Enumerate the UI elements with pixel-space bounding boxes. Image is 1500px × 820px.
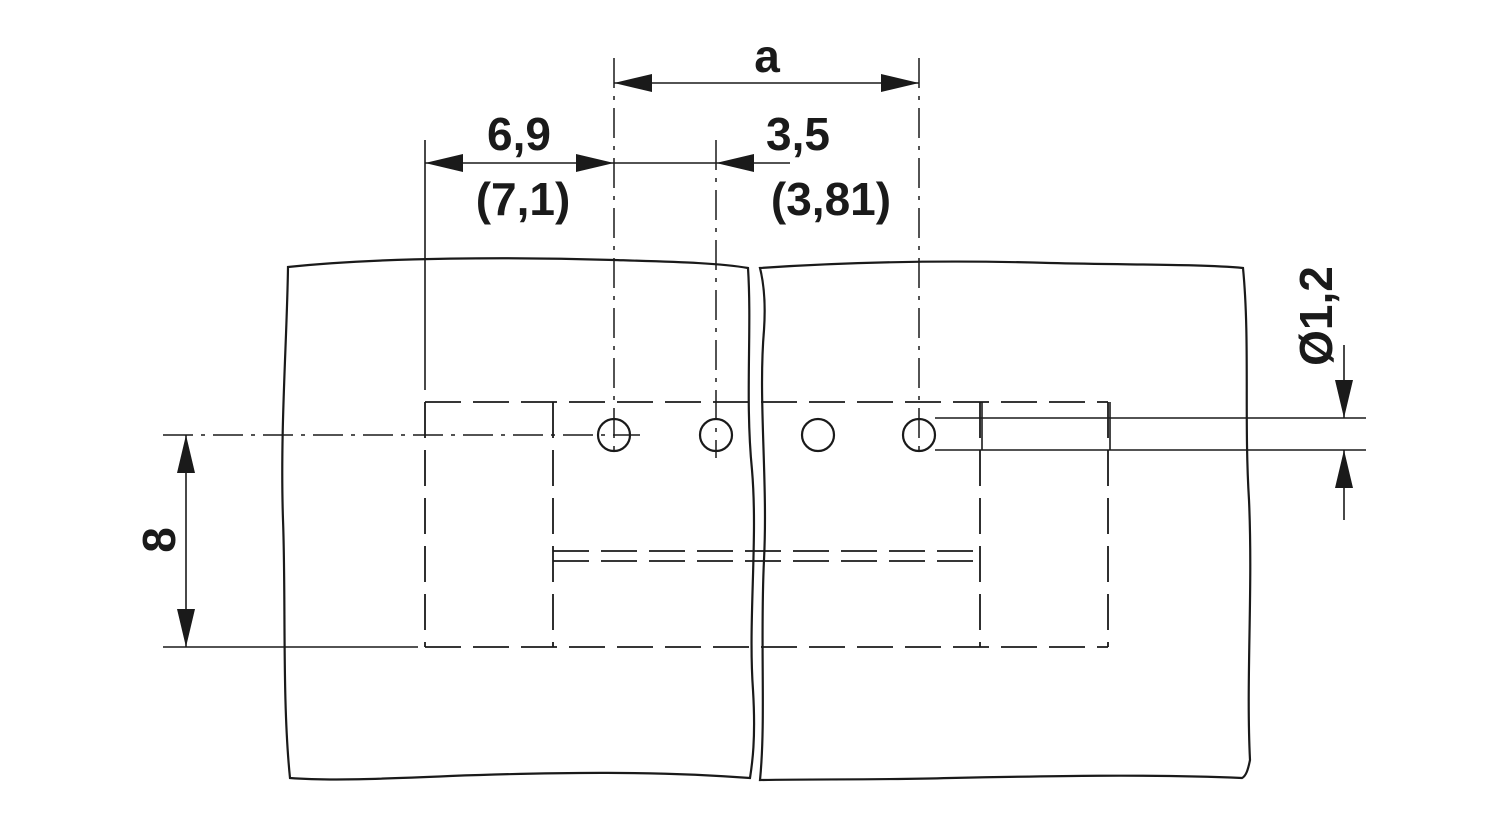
dimension-diameter: Ø1,2 <box>1290 266 1353 520</box>
dimension-pitch-primary-label: 3,5 <box>766 108 830 160</box>
dimension-height: 8 <box>133 435 418 648</box>
component-footprint <box>424 401 1109 648</box>
dimension-offset-alternate-label: (7,1) <box>476 173 571 225</box>
dimension-offset: 6,9 (7,1) <box>425 108 716 225</box>
hole <box>800 417 836 453</box>
right-board-outline <box>758 260 1252 782</box>
dimension-a: a <box>614 30 919 92</box>
dimension-pitch-alternate-label: (3,81) <box>771 173 891 225</box>
dimension-diameter-label: Ø1,2 <box>1290 266 1342 366</box>
dimension-offset-primary-label: 6,9 <box>487 108 551 160</box>
dimension-height-label: 8 <box>133 527 185 553</box>
dimension-a-label: a <box>754 30 780 82</box>
holes <box>596 417 937 453</box>
dimension-pitch: 3,5 (3,81) <box>716 108 891 225</box>
left-board-outline <box>281 257 756 781</box>
